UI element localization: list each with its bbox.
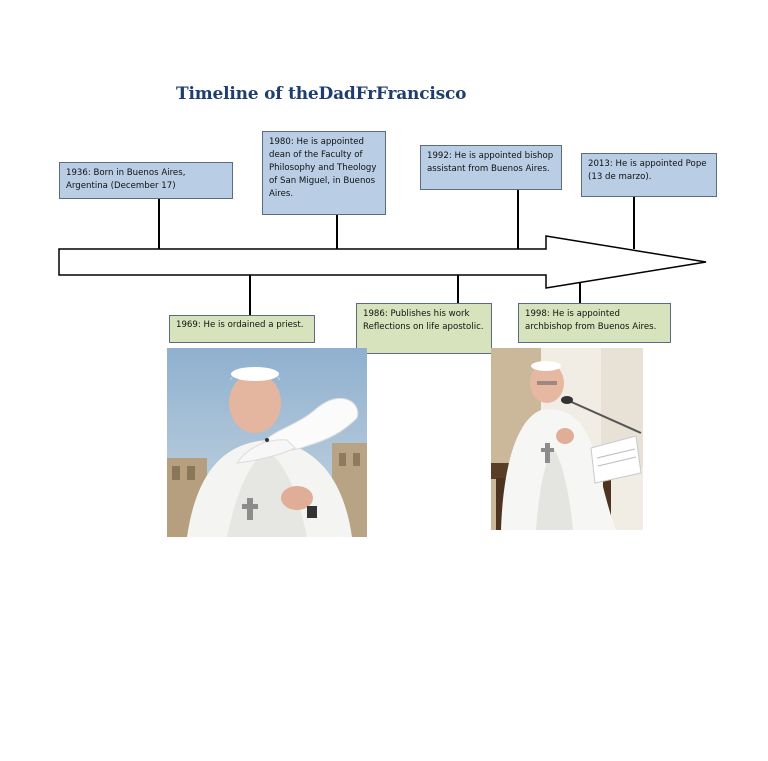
connector-1998 <box>579 282 581 303</box>
event-box-1998: 1998: He is appointed archbishop from Bu… <box>518 303 671 343</box>
connector-1980 <box>336 214 338 249</box>
photo-pope-speaking <box>491 348 643 530</box>
event-box-1986: 1986: Publishes his work Reflections on … <box>356 303 492 354</box>
connector-1936 <box>158 198 160 249</box>
connector-1986 <box>457 275 459 304</box>
photo-pope-with-dove <box>167 348 367 537</box>
event-box-2013: 2013: He is appointed Pope (13 de marzo)… <box>581 153 717 197</box>
page-title: Timeline of theDadFrFrancisco <box>176 84 467 104</box>
connector-1992 <box>517 189 519 249</box>
event-box-1969: 1969: He is ordained a priest. <box>169 315 315 343</box>
connector-2013 <box>633 196 635 249</box>
connector-1969 <box>249 275 251 315</box>
event-box-1992: 1992: He is appointed bishop assistant f… <box>420 145 562 190</box>
event-box-1980: 1980: He is appointed dean of the Facult… <box>262 131 386 215</box>
event-box-1936: 1936: Born in Buenos Aires, Argentina (D… <box>59 162 233 199</box>
